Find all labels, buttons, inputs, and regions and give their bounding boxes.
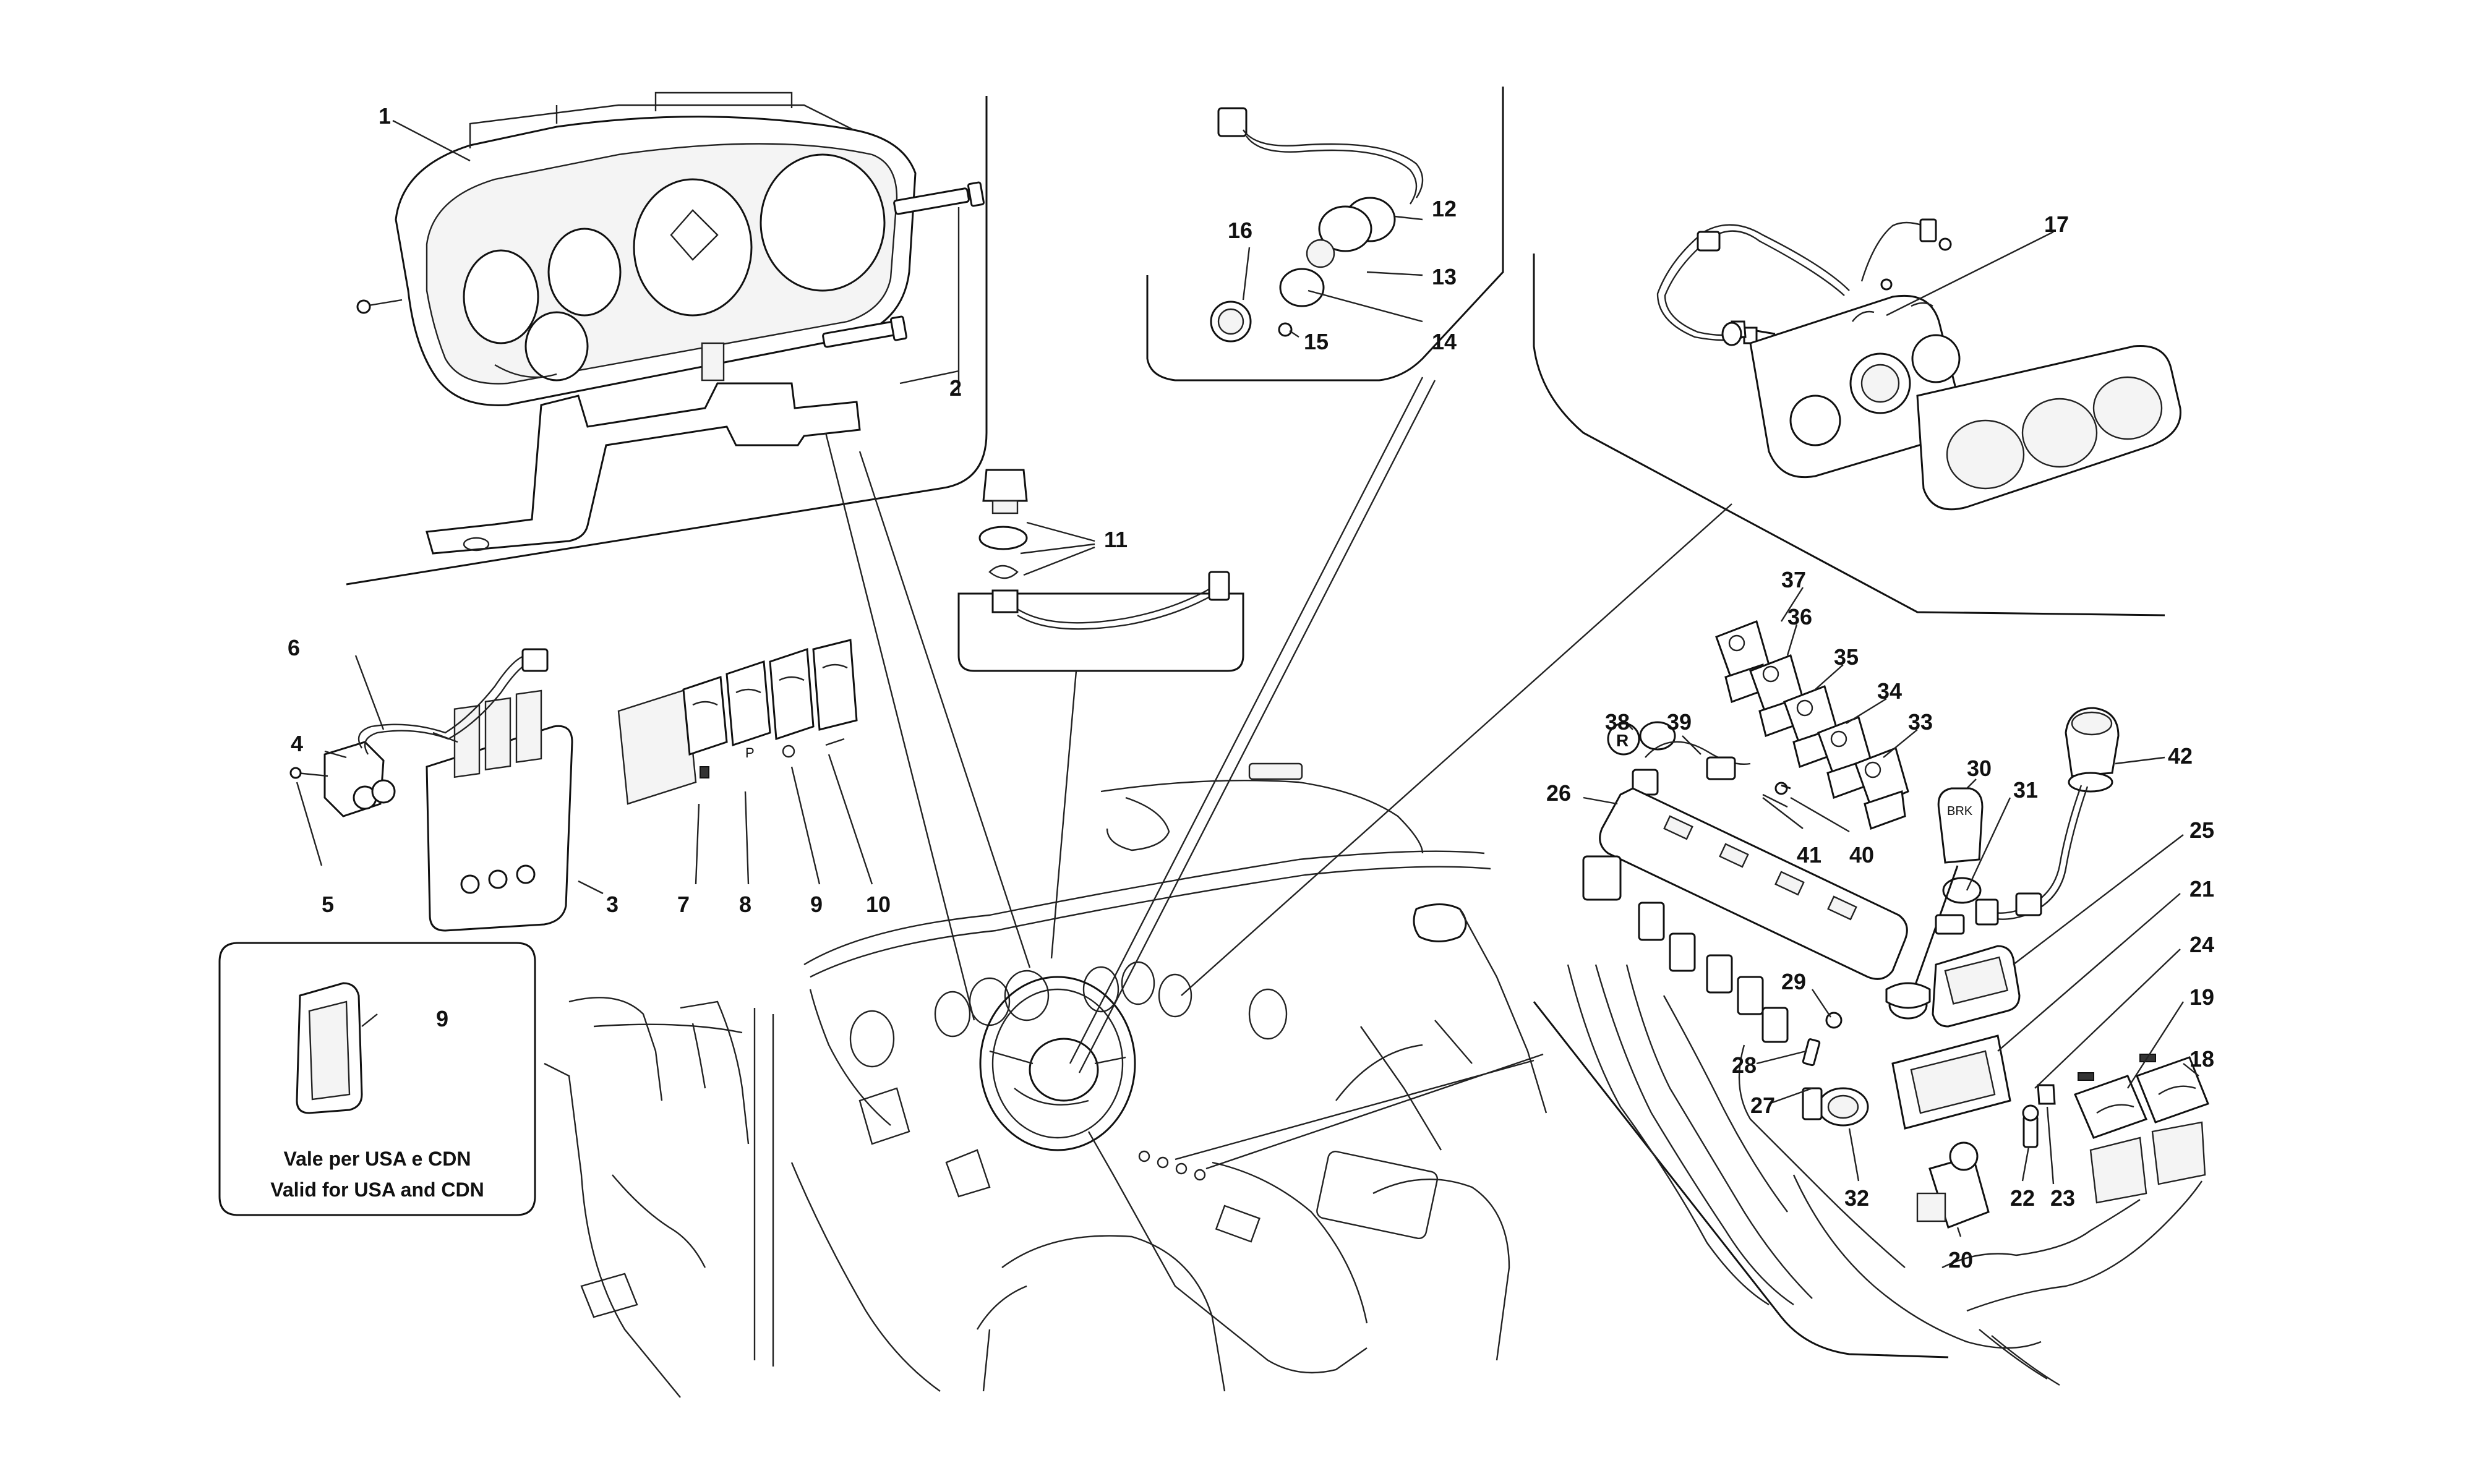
label-part-18: 18	[2189, 1046, 2214, 1072]
inset-note: Vale per USA e CDN Valid for USA and CDN	[270, 1148, 484, 1201]
label-part-19: 19	[2189, 984, 2214, 1010]
switch-panel-assembly	[289, 648, 573, 932]
label-part-14: 14	[1432, 329, 1457, 354]
label-part-2: 2	[949, 375, 962, 401]
note-english: Valid for USA and CDN	[270, 1179, 484, 1201]
label-part-33: 33	[1908, 709, 1933, 735]
usa-cdn-inset	[218, 942, 536, 1216]
label-part-10: 10	[866, 892, 891, 917]
label-part-20: 20	[1948, 1247, 1973, 1273]
label-part-5: 5	[322, 892, 334, 917]
label-part-40: 40	[1849, 842, 1874, 868]
label-part-15: 15	[1304, 329, 1329, 354]
label-part-29: 29	[1781, 969, 1806, 994]
label-part-8: 8	[739, 892, 751, 917]
label-part-35: 35	[1834, 644, 1859, 670]
label-part-25: 25	[2189, 817, 2214, 843]
label-part-21: 21	[2189, 876, 2214, 902]
label-part-22: 22	[2010, 1185, 2035, 1211]
label-part-6: 6	[288, 635, 300, 660]
label-part-23: 23	[2050, 1185, 2075, 1211]
ignition-switch-assembly	[1210, 107, 1424, 343]
leader-lines	[296, 119, 2199, 1237]
interior-lamp-assembly	[978, 469, 1230, 630]
rocker-switches: P	[617, 639, 858, 805]
note-italian: Vale per USA e CDN	[284, 1148, 471, 1170]
label-part-11: 11	[1104, 527, 1128, 552]
climate-control-assembly	[1656, 218, 2181, 511]
svg-text:P: P	[745, 745, 755, 761]
label-part-16: 16	[1228, 218, 1252, 243]
label-part-12: 12	[1432, 196, 1457, 221]
svg-text:BRK: BRK	[1947, 804, 1973, 818]
label-part-42: 42	[2168, 743, 2193, 769]
label-part-17: 17	[2044, 211, 2069, 237]
label-part-30: 30	[1967, 756, 1992, 781]
label-part-1: 1	[379, 103, 391, 129]
label-part-41: 41	[1797, 842, 1821, 868]
label-part-39: 39	[1667, 709, 1692, 735]
label-part-24: 24	[2189, 932, 2214, 957]
instrument-cluster	[356, 92, 985, 555]
svg-text:R: R	[1616, 731, 1629, 750]
label-part-31: 31	[2013, 777, 2038, 803]
label-part-3: 3	[606, 892, 618, 917]
label-part-37: 37	[1781, 567, 1806, 592]
label-part-36: 36	[1787, 604, 1812, 629]
label-part-34: 34	[1877, 678, 1902, 704]
label-part-26: 26	[1546, 780, 1571, 806]
part-number-labels: 1 2 3 4 5 6 7 8 9 10 11 12 13 14 15 16 1…	[288, 103, 2214, 1273]
centre-console-parts: R BRK	[1567, 620, 2209, 1386]
label-inset-part-9: 9	[436, 1006, 448, 1031]
label-part-27: 27	[1750, 1093, 1775, 1118]
label-part-38: 38	[1605, 709, 1630, 735]
label-part-7: 7	[677, 892, 690, 917]
section-dividers	[346, 87, 2165, 1358]
car-interior-view	[544, 762, 1547, 1398]
label-part-9: 9	[810, 892, 823, 917]
label-part-4: 4	[291, 731, 303, 756]
label-part-32: 32	[1844, 1185, 1869, 1211]
label-part-13: 13	[1432, 264, 1457, 289]
label-part-28: 28	[1732, 1052, 1757, 1078]
